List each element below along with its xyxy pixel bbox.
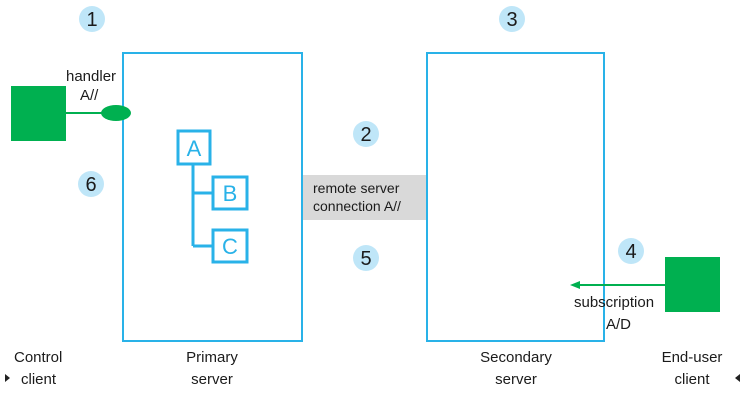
step-badge-1: 1 xyxy=(79,6,105,32)
subscription-label-line2: A/D xyxy=(606,316,631,333)
step-badge-2: 2 xyxy=(353,121,379,147)
handler-endpoint xyxy=(101,105,131,121)
step-number-3: 3 xyxy=(506,9,517,31)
remote-connection-band xyxy=(303,175,426,220)
subscription-label-line1: subscription xyxy=(574,294,654,311)
control-client-label-line1: Control xyxy=(14,349,62,366)
step-number-1: 1 xyxy=(86,9,97,31)
handler-label-line2: A// xyxy=(80,87,99,104)
connection-label-line2: connection A// xyxy=(313,198,401,214)
handler-label-line1: handler xyxy=(66,68,116,85)
control-client-label-line2: client xyxy=(21,371,57,388)
subscription-arrowhead xyxy=(570,281,580,289)
end-user-client-label-line1: End-user xyxy=(662,349,723,366)
primary-server-label-line1: Primary xyxy=(186,349,238,366)
secondary-server-label-line2: server xyxy=(495,371,537,388)
secondary-server-label-line1: Secondary xyxy=(480,349,552,366)
step-badge-6: 6 xyxy=(78,171,104,197)
step-badge-5: 5 xyxy=(353,245,379,271)
tree-node-b-box xyxy=(211,175,249,211)
end-user-client-square xyxy=(665,257,720,312)
caret-left-icon xyxy=(735,374,740,382)
tree-node-b-label: B xyxy=(223,181,238,206)
step-badge-4: 4 xyxy=(618,238,644,264)
step-number-2: 2 xyxy=(360,124,371,146)
connection-label-line1: remote server xyxy=(313,180,400,196)
step-number-4: 4 xyxy=(625,241,636,263)
primary-server-box xyxy=(122,52,303,342)
node-tree: A B C xyxy=(176,129,249,264)
caret-right-icon xyxy=(5,374,10,382)
step-number-6: 6 xyxy=(85,174,96,196)
step-number-5: 5 xyxy=(360,248,371,270)
secondary-server-box xyxy=(426,52,605,342)
tree-node-a-box xyxy=(176,129,212,166)
primary-server-label-line2: server xyxy=(191,371,233,388)
tree-node-c-box xyxy=(211,228,249,264)
end-user-client-label-line2: client xyxy=(674,371,710,388)
tree-node-c-label: C xyxy=(222,234,238,259)
step-badge-3: 3 xyxy=(499,6,525,32)
control-client-square xyxy=(11,86,66,141)
tree-node-a-label: A xyxy=(187,136,202,161)
